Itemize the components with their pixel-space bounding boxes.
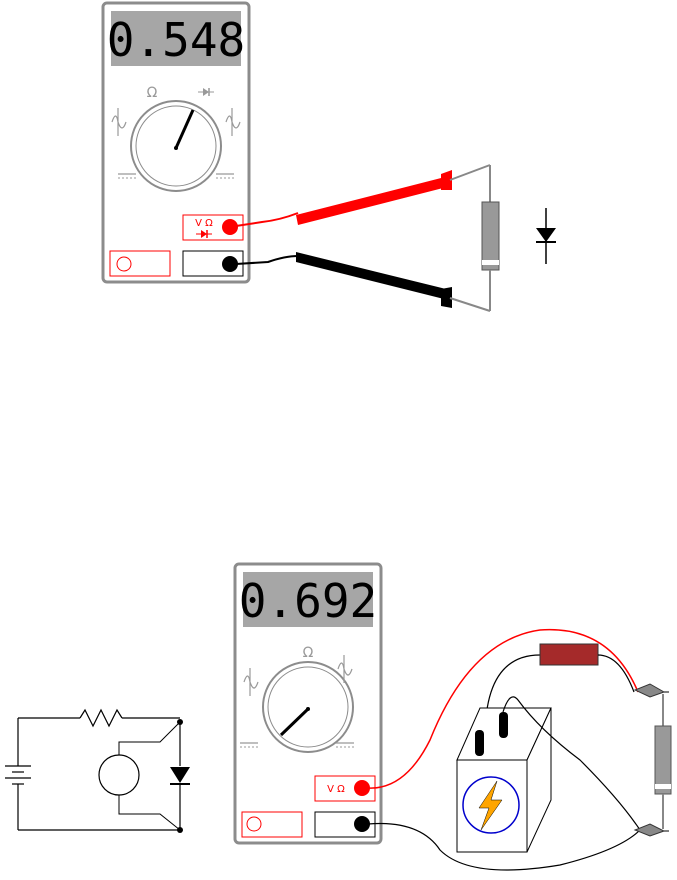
diode-cathode-band	[655, 784, 671, 789]
multimeter-top: 0.548 Ω V Ω	[103, 3, 249, 282]
lcd-reading: 0.692	[239, 574, 377, 628]
battery-terminal-positive	[499, 712, 508, 738]
jack-v-ohm-socket[interactable]	[222, 219, 238, 235]
jack-com-socket[interactable]	[354, 816, 370, 832]
circuit-schematic	[5, 710, 190, 833]
probe-black-top[interactable]	[236, 252, 490, 311]
diode-component-top	[482, 165, 499, 311]
jack-amps-socket[interactable]	[117, 257, 131, 271]
ohm-symbol: Ω	[303, 645, 314, 661]
diode-schematic-symbol	[536, 208, 556, 264]
ohm-symbol: Ω	[147, 85, 158, 101]
jack-amps-socket[interactable]	[247, 817, 261, 831]
probe-red-top[interactable]	[236, 165, 490, 226]
meter-symbol	[99, 755, 139, 795]
battery-component	[457, 697, 640, 852]
jack-v-ohm-label: V Ω	[195, 218, 213, 229]
diode-symbol	[170, 767, 190, 784]
diode-component-bottom	[655, 694, 671, 829]
lcd-reading: 0.548	[107, 13, 245, 67]
jack-com-socket[interactable]	[222, 256, 238, 272]
jack-v-ohm-label: V Ω	[327, 784, 345, 795]
battery-terminal-negative	[475, 730, 484, 756]
diode-cathode-band	[482, 260, 499, 265]
multimeter-bottom: 0.692 Ω V Ω	[235, 564, 381, 843]
battery-symbol	[5, 766, 31, 784]
resistor-symbol	[80, 710, 122, 726]
jack-v-ohm-socket[interactable]	[354, 780, 370, 796]
